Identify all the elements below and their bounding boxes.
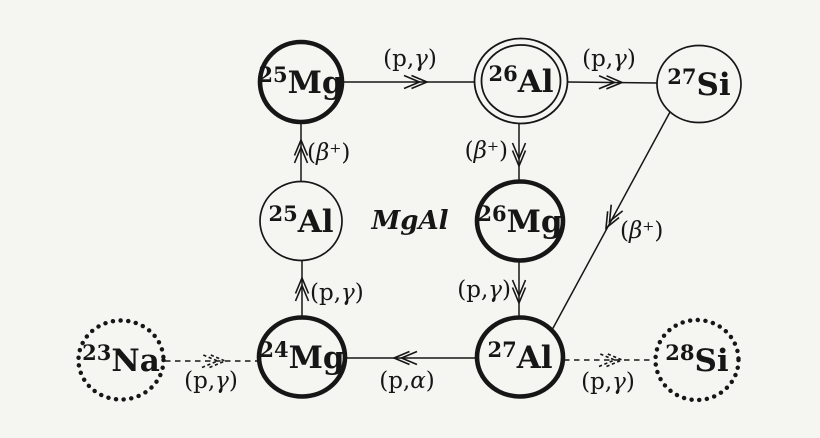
node-mg24: 24Mg — [256, 315, 348, 399]
label-pg-na23-mg24: (p,γ) — [184, 368, 238, 394]
si27-beta-al27-arrowhead-icon — [608, 204, 624, 224]
mg26-pg-al27-arrowhead-icon — [511, 287, 527, 306]
label-pg-al27-si28: (p,γ) — [581, 369, 635, 395]
al26-pg-si27-arrowhead-icon — [606, 75, 625, 90]
mg25-pg-al26-arrowhead-icon — [411, 74, 430, 90]
al25-beta-mg25-arrowhead-icon — [293, 145, 309, 164]
nuclide-label: 27Si — [667, 64, 730, 103]
nuclide-label: 24Mg — [259, 337, 344, 376]
nuclide-label: 23Na — [82, 340, 160, 379]
al26-pg-si27-arrowhead-icon — [598, 75, 617, 90]
al26-beta-mg26-arrowhead-icon — [511, 142, 527, 161]
label-pg-mg25-al26: (p,γ) — [383, 46, 437, 72]
nuclide-label: 27Al — [487, 337, 552, 376]
node-circle-outer — [473, 37, 569, 125]
label-pg-mg24-al25: (p,γ) — [310, 280, 364, 306]
node-circle-thick — [474, 179, 566, 263]
node-na23: 23Na — [76, 318, 166, 402]
nuclide-label: 28Si — [665, 340, 728, 379]
al26-beta-mg26-arrowhead-icon — [511, 150, 527, 169]
node-al25: 25Al — [259, 180, 343, 262]
node-circle-thin — [259, 180, 343, 262]
node-si27: 27Si — [656, 44, 742, 124]
node-al27: 27Al — [474, 315, 566, 399]
nuclide-label: 25Mg — [258, 62, 343, 101]
node-circle-inner — [480, 44, 562, 118]
label-pg-mg26-al27: (p,γ) — [457, 277, 511, 303]
mg26-pg-al27-arrowhead-icon — [511, 279, 527, 298]
mg25-pg-al26-arrowhead-icon — [403, 74, 422, 90]
mg24-pg-al25-arrowhead-icon — [294, 283, 310, 302]
nuclide-label: 26Mg — [477, 201, 562, 240]
label-beta-al25: (β⁺) — [307, 140, 350, 166]
nuclide-label: 26Al — [488, 61, 553, 100]
al27-pa-mg24-arrowhead-icon — [391, 350, 410, 366]
node-mg25: 25Mg — [257, 39, 345, 125]
si27-beta-al27-arrowhead-icon — [605, 211, 620, 230]
nuclide-label: 25Al — [268, 201, 333, 240]
al25-beta-mg25-arrowhead-icon — [293, 137, 309, 156]
node-si28: 28Si — [653, 317, 741, 403]
label-pg-al26-si27: (p,γ) — [582, 46, 636, 72]
node-circle-dotted — [76, 318, 166, 402]
node-circle-thick — [474, 315, 566, 399]
al27-pa-mg24-arrowhead-icon — [399, 350, 418, 366]
node-circle-thin — [656, 44, 742, 124]
label-pa-al27-mg24: (p,α) — [379, 368, 435, 394]
node-circle-dotted — [653, 317, 741, 403]
node-circle-thick — [257, 39, 345, 125]
node-mg26: 26Mg — [474, 179, 566, 263]
node-circle-thick — [256, 315, 348, 399]
label-cycle-name: MgAl — [370, 206, 448, 236]
label-beta-al26: (β⁺) — [465, 138, 508, 164]
label-beta-si27: (β⁺) — [620, 218, 663, 244]
node-al26: 26Al — [473, 37, 569, 125]
mg24-pg-al25-arrowhead-icon — [294, 275, 310, 294]
